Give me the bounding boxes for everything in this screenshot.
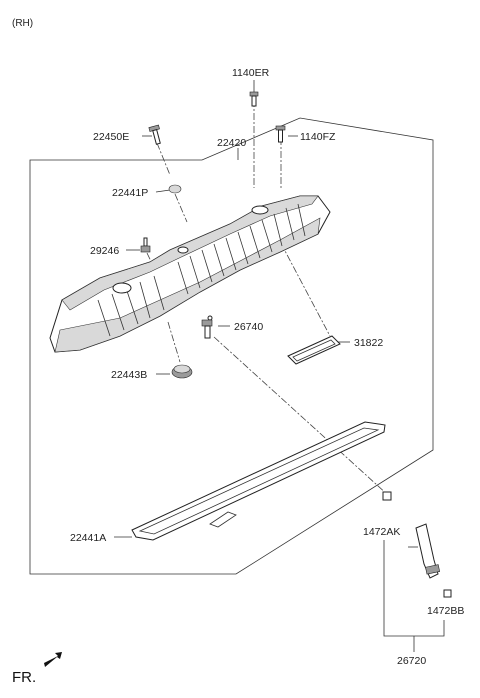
label-31822: 31822 xyxy=(354,337,383,349)
bolt-1140FZ[interactable] xyxy=(275,125,286,143)
bolt-22450E[interactable] xyxy=(148,124,163,145)
assembly-outline xyxy=(29,117,434,575)
fitting-29246[interactable] xyxy=(140,237,151,253)
label-26740: 26740 xyxy=(234,321,263,333)
label-1140FZ: 1140FZ xyxy=(300,131,336,143)
label-29246: 29246 xyxy=(90,245,119,257)
clamp-1472BB[interactable] xyxy=(443,589,452,598)
gasket-31822[interactable] xyxy=(287,335,341,365)
gasket-22441A[interactable] xyxy=(131,421,386,541)
front-direction-indicator: FR. xyxy=(12,652,62,686)
label-22443B: 22443B xyxy=(111,369,147,381)
bolt-1140ER[interactable] xyxy=(249,91,259,107)
label-26720: 26720 xyxy=(397,655,426,667)
clamp-1472AK[interactable] xyxy=(382,491,392,501)
front-arrow-icon xyxy=(44,652,62,667)
side-label: (RH) xyxy=(12,18,33,29)
valve-cover-22420[interactable] xyxy=(49,195,331,353)
label-1472BB: 1472BB xyxy=(427,605,464,617)
label-22450E: 22450E xyxy=(93,131,129,143)
label-22441A: 22441A xyxy=(70,532,106,544)
label-1472AK: 1472AK xyxy=(363,526,400,538)
label-22420: 22420 xyxy=(217,137,246,149)
label-1140ER: 1140ER xyxy=(232,67,270,79)
leader-lines xyxy=(114,80,445,652)
hose-26720[interactable] xyxy=(415,523,441,579)
grommet-22443B[interactable] xyxy=(171,364,193,379)
pcv-valve-26740[interactable] xyxy=(201,319,213,339)
front-label: FR. xyxy=(12,669,36,686)
plug-22441P[interactable] xyxy=(168,184,182,194)
label-22441P: 22441P xyxy=(112,187,148,199)
